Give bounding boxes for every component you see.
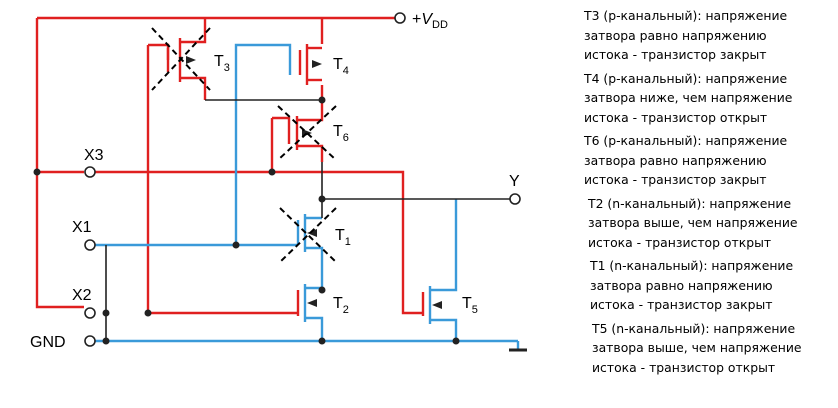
transistor-arrows (186, 56, 442, 309)
t6-gate-link (272, 116, 291, 120)
cmos-schematic: +VDD X3 X1 X2 GND Y T3 T4 T6 T1 T2 T5 (30, 11, 527, 352)
note-t1: T1 (n-канальный): напряжение затвора рав… (590, 258, 794, 312)
t2-d (305, 316, 324, 341)
t3-label: T3 (214, 53, 230, 74)
t3-gate-wire (148, 43, 170, 60)
t3-d (180, 76, 207, 100)
junction-dot (33, 168, 41, 176)
gnd-terminal (84, 335, 96, 347)
note-t2: T2 (n-канальный): напряжение затвора выш… (588, 195, 798, 250)
junction-dot (318, 96, 326, 104)
vdd-terminal (394, 12, 406, 24)
junction-dot (318, 195, 326, 203)
x1-terminal (84, 239, 96, 251)
y-terminal (509, 193, 521, 205)
junction-dot (318, 286, 326, 294)
x2-terminal (84, 307, 96, 319)
t1-cross (279, 207, 337, 263)
note-t5: T5 (n-канальный): напряжение затвора выш… (592, 320, 802, 375)
t5-arrow (432, 301, 442, 309)
junction-dot (452, 337, 460, 345)
note-t3: T3 (р-канальный): напряжение затвора рав… (584, 8, 788, 62)
t2-label: T2 (333, 295, 349, 316)
x1-label: X1 (72, 219, 92, 236)
junction-dot (102, 337, 110, 345)
out-node (321, 162, 456, 200)
x3-terminal (84, 166, 96, 178)
input-net (95, 43, 520, 350)
transistor-notes: T3 (р-канальный): напряжение затвора рав… (584, 6, 836, 381)
junction-dot (268, 168, 276, 176)
t1-label: T1 (335, 227, 351, 248)
t6-cross (277, 105, 337, 161)
junction-dot (144, 309, 152, 317)
note-t4: T4 (р-канальный): напряжение затвора ниж… (584, 70, 793, 125)
t6-s (297, 100, 324, 122)
t1-arrow (307, 229, 317, 237)
t2-arrow (307, 299, 317, 307)
output-net (105, 99, 510, 341)
t5-label: T5 (462, 295, 478, 316)
note-t6: T6 (р-канальный): напряжение затвора рав… (584, 133, 788, 187)
gnd-label: GND (30, 334, 66, 351)
junction-dot (102, 309, 110, 317)
t6-label: T6 (333, 123, 349, 144)
x3-label: X3 (84, 147, 104, 164)
junction-dot (232, 241, 240, 249)
x3-wire (95, 170, 423, 315)
t4-arrow (312, 60, 322, 68)
junction-dot (318, 337, 326, 345)
terminals (84, 12, 521, 347)
junction-dots (33, 96, 460, 345)
t5-s (430, 199, 458, 292)
t3-arrow (186, 56, 196, 64)
x2-label: X2 (72, 287, 92, 304)
t3-s (180, 38, 207, 44)
t1-d (305, 246, 324, 290)
t4-label: T4 (333, 56, 349, 77)
x2-red-wire (35, 18, 84, 309)
vdd-label: +VDD (412, 11, 448, 31)
t3-cross (151, 27, 211, 91)
y-label: Y (509, 173, 520, 190)
vdd-net (35, 16, 425, 316)
t1-gate-up (234, 43, 292, 245)
off-crosses (151, 27, 337, 263)
t6-d (297, 144, 324, 162)
t5-d (430, 318, 458, 341)
